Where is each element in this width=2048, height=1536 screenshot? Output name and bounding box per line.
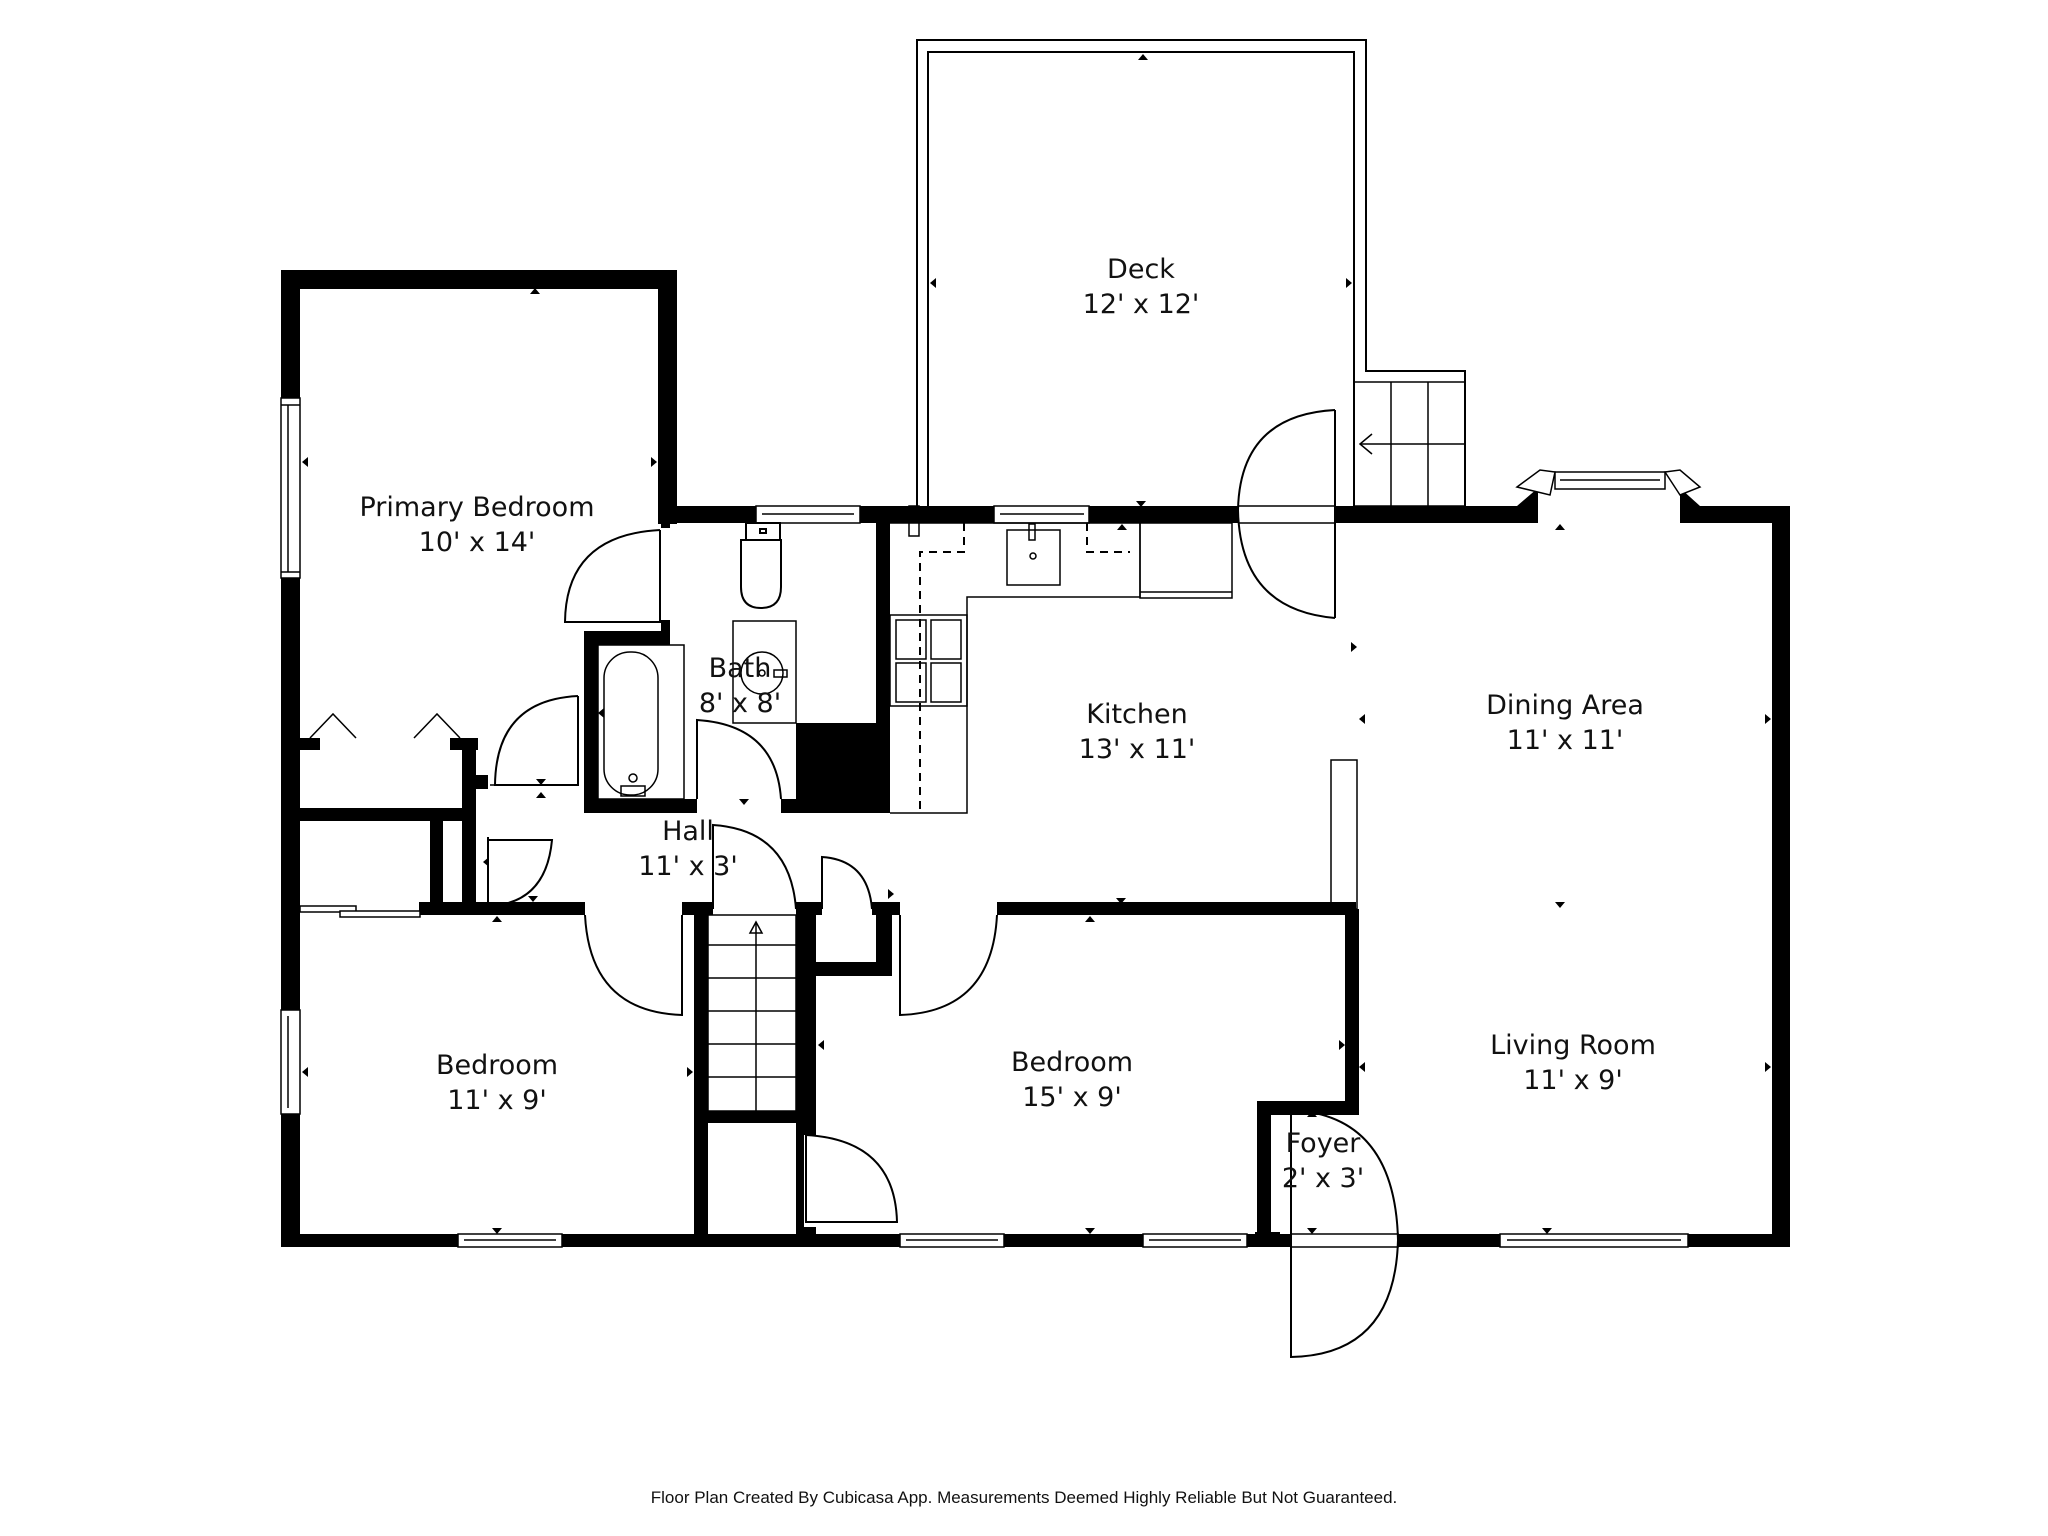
svg-text:Hall: Hall	[662, 816, 714, 847]
svg-text:Living Room: Living Room	[1490, 1030, 1656, 1061]
room-label-deck: Deck 12' x 12'	[1083, 254, 1200, 320]
bath-fixtures	[597, 522, 797, 800]
room-label-primary-bedroom: Primary Bedroom 10' x 14'	[359, 492, 594, 558]
svg-text:2' x 3': 2' x 3'	[1282, 1163, 1364, 1194]
svg-text:11' x 11': 11' x 11'	[1507, 725, 1624, 756]
dimension-markers	[302, 288, 1771, 1234]
interior-stairs	[707, 914, 797, 1112]
svg-text:15' x 9': 15' x 9'	[1022, 1082, 1122, 1113]
svg-text:10' x 14': 10' x 14'	[419, 527, 536, 558]
room-label-dining-area: Dining Area 11' x 11'	[1486, 690, 1644, 756]
svg-text:Dining Area: Dining Area	[1486, 690, 1644, 721]
windows	[280, 397, 1702, 1248]
svg-text:Bedroom: Bedroom	[436, 1050, 558, 1081]
deck-marker-right	[1346, 278, 1352, 288]
deck-outline	[916, 39, 1466, 507]
svg-text:11' x 9': 11' x 9'	[447, 1085, 547, 1116]
svg-text:11' x 9': 11' x 9'	[1523, 1065, 1623, 1096]
svg-text:11' x 3': 11' x 3'	[638, 851, 738, 882]
room-label-bedroom-left: Bedroom 11' x 9'	[436, 1050, 558, 1116]
room-label-bedroom-center: Bedroom 15' x 9'	[1011, 1047, 1133, 1113]
svg-text:Bedroom: Bedroom	[1011, 1047, 1133, 1078]
doors	[299, 409, 1399, 1359]
deck-marker-top	[1138, 54, 1148, 60]
svg-text:Primary Bedroom: Primary Bedroom	[359, 492, 594, 523]
room-label-foyer: Foyer 2' x 3'	[1282, 1128, 1364, 1194]
svg-text:Foyer: Foyer	[1286, 1128, 1362, 1159]
room-label-bath: Bath 8' x 8'	[699, 653, 781, 719]
svg-text:Bath: Bath	[709, 653, 772, 684]
svg-text:Kitchen: Kitchen	[1086, 699, 1187, 730]
footer-disclaimer: Floor Plan Created By Cubicasa App. Meas…	[650, 1488, 1398, 1507]
kitchen-fixtures	[889, 505, 1233, 814]
room-label-kitchen: Kitchen 13' x 11'	[1079, 699, 1196, 765]
svg-text:8' x 8': 8' x 8'	[699, 688, 781, 719]
room-label-hall: Hall 11' x 3'	[638, 816, 738, 882]
room-label-living-room: Living Room 11' x 9'	[1490, 1030, 1656, 1096]
svg-text:13' x 11': 13' x 11'	[1079, 734, 1196, 765]
deck-marker-left	[930, 278, 936, 288]
svg-text:Deck: Deck	[1107, 254, 1175, 285]
svg-text:12' x 12': 12' x 12'	[1083, 289, 1200, 320]
